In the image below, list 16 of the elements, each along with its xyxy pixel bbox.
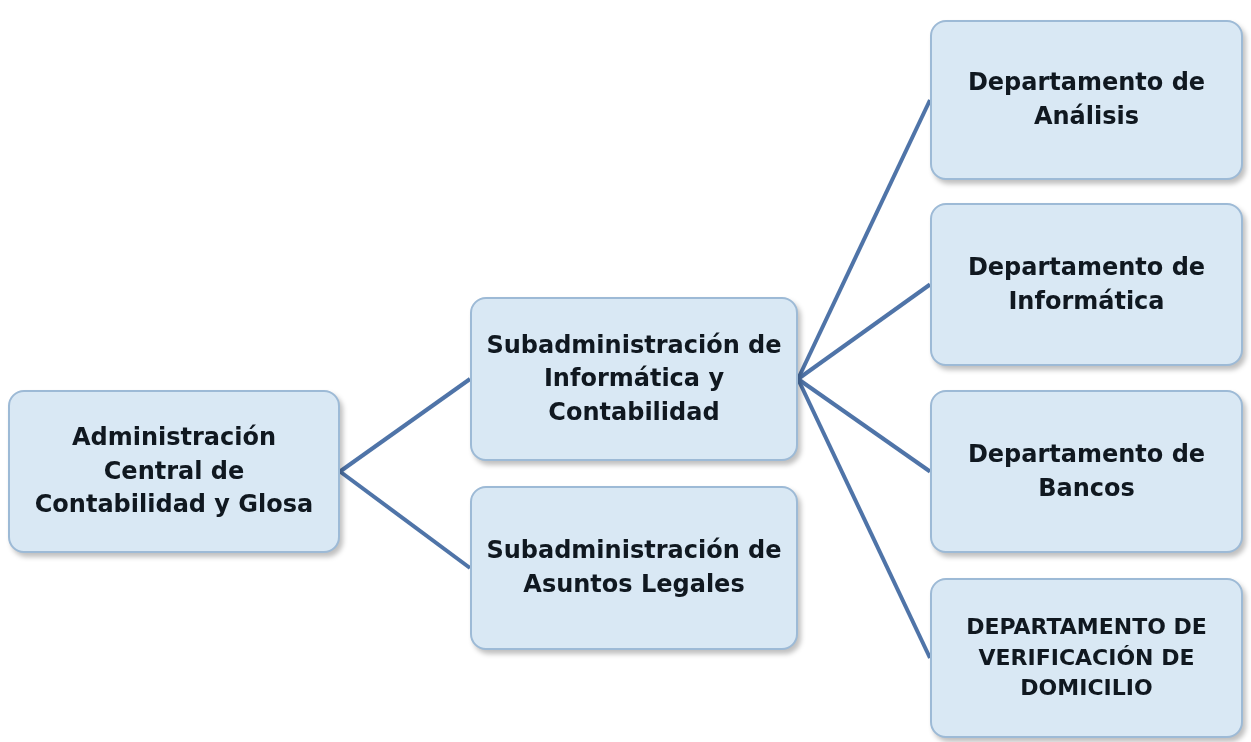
- unit-name: Departamento de Análisis: [966, 67, 1207, 132]
- org-box: [8, 390, 340, 553]
- unit-name: Departamento de Bancos: [966, 438, 1207, 504]
- unit-name: Subadministración de Informática y Contabilidad: [485, 329, 783, 428]
- org-box: [930, 20, 1243, 180]
- org-box: [470, 297, 798, 461]
- org-box: [930, 578, 1243, 738]
- unit-name: Subadministración de Asuntos Legales: [485, 535, 783, 600]
- org-box: [930, 390, 1243, 553]
- connector-line: [338, 469, 472, 570]
- connector-line: [338, 377, 472, 474]
- org-box: [470, 486, 798, 650]
- unit-name: Departamento de Informática: [966, 251, 1207, 317]
- org-box: [930, 203, 1243, 366]
- unit-name: DEPARTAMENTO DE VERIFICACIÓN DE DOMICILIO: [965, 612, 1208, 703]
- unit-name: Administración Central de Contabilidad y Glosa: [33, 422, 315, 521]
